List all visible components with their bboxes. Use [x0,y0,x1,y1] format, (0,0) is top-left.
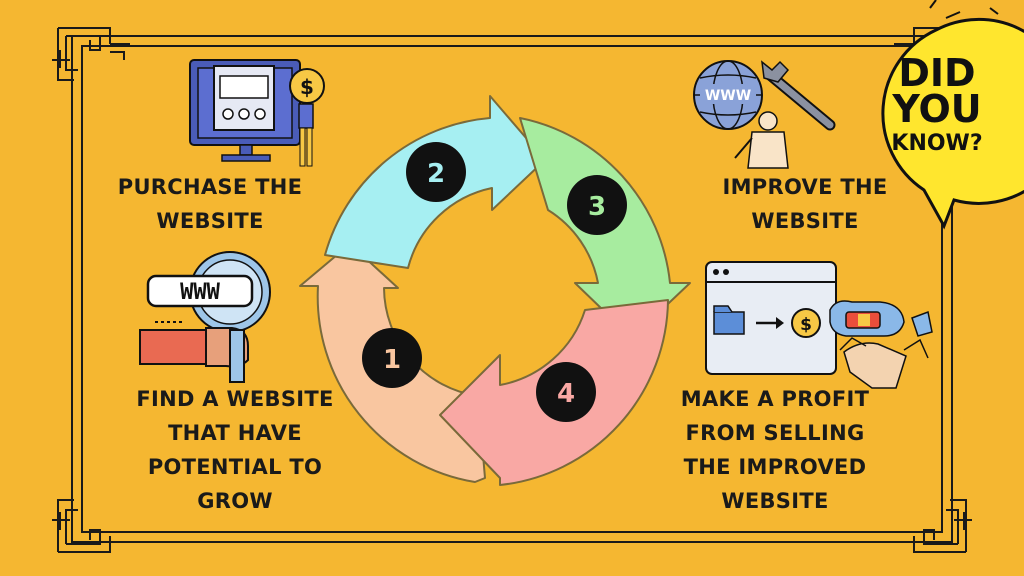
profit-dollar-sign: $ [800,315,812,335]
computer-purchase-icon: $ [189,59,325,167]
step-label-find: FIND A WEBSITE THAT HAVE POTENTIAL TO GR… [110,382,360,518]
globe-www-text: WWW [705,88,751,104]
label-line: FROM SELLING [685,421,865,445]
globe-wrench-icon: WWW [693,60,836,169]
decorative-frame [52,27,972,553]
step-label-improve: IMPROVE THE WEBSITE [690,170,920,238]
step-badge-4: 4 [536,362,596,422]
did-you-know-callout: DID YOU KNOW? [881,0,1024,230]
label-line: MAKE A PROFIT [680,387,870,411]
step-label-profit: MAKE A PROFIT FROM SELLING THE IMPROVED … [660,382,890,518]
step-badge-3: 3 [567,175,627,235]
step-badge-1: 1 [362,328,422,388]
magnifier-www-icon: WWW [139,251,271,383]
label-line: POTENTIAL TO [147,455,323,479]
label-line: THE IMPROVED [683,455,867,479]
step-badge-2: 2 [406,142,466,202]
step-number-2: 2 [427,159,445,189]
label-line: PURCHASE THE [117,175,303,199]
label-line: WEBSITE [156,209,264,233]
browser-handshake-icon: $ [705,261,933,389]
callout-line-2: YOU [891,87,981,131]
label-line: IMPROVE THE [722,175,888,199]
label-line: WEBSITE [721,489,829,513]
label-line: THAT HAVE [168,421,302,445]
label-line: WEBSITE [751,209,859,233]
callout-line-3: KNOW? [891,131,982,156]
step-number-4: 4 [557,379,575,409]
step-number-1: 1 [383,345,401,375]
step-number-3: 3 [588,192,606,222]
callout-line-1: DID [898,51,975,95]
step-label-purchase: PURCHASE THE WEBSITE [100,170,320,238]
www-label: WWW [180,280,220,305]
label-line: GROW [197,489,273,513]
label-line: FIND A WEBSITE [136,387,334,411]
dollar-sign: $ [300,75,314,99]
